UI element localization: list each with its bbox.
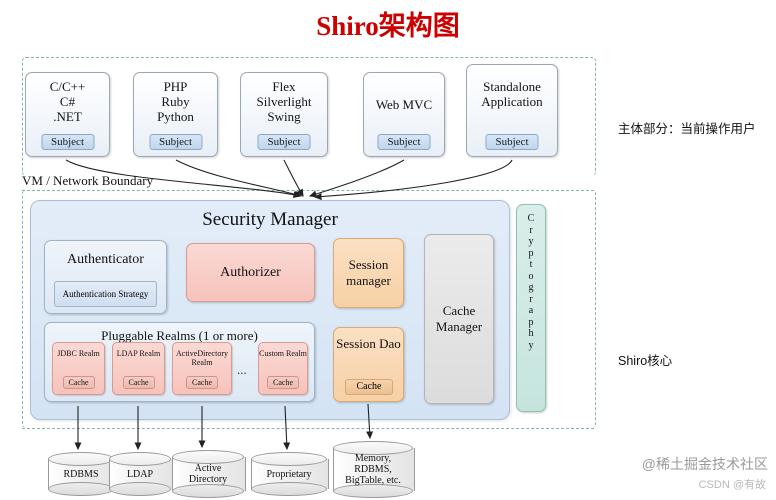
datastore-label-rdbms: RDBMS	[63, 468, 99, 480]
realm-label-active-directory: ActiveDirectory Realm	[176, 349, 228, 367]
authentication-strategy-label: Authentication Strategy	[62, 289, 149, 299]
cylinder-top	[251, 452, 327, 466]
authorizer-label: Authorizer	[220, 264, 281, 280]
datastore-memory[interactable]: Memory,RDBMS,BigTable, etc.	[333, 441, 415, 498]
cylinder-bottom	[109, 482, 171, 496]
page-title: Shiro架构图	[316, 11, 460, 41]
pluggable-realms-title: Pluggable Realms (1 or more)	[101, 328, 258, 343]
realm-label-jdbc: JDBC Realm	[57, 349, 100, 358]
dashed-boundary-top	[22, 57, 596, 176]
cylinder-top	[109, 452, 171, 466]
subject-box-flex[interactable]: Flex Silverlight Swing Subject	[240, 72, 328, 157]
session-manager-card[interactable]: Session manager	[333, 238, 404, 308]
subject-label-c: C/C++ C# .NET	[49, 79, 86, 124]
subject-box-php[interactable]: PHP Ruby Python Subject	[133, 72, 218, 157]
datastore-label-proprietary: Proprietary	[266, 468, 312, 480]
realm-cache-custom[interactable]: Cache	[267, 376, 299, 389]
authorizer-card[interactable]: Authorizer	[186, 243, 315, 302]
dashed-boundary-bottom	[22, 428, 594, 429]
subject-box-c[interactable]: C/C++ C# .NET Subject	[25, 72, 110, 157]
session-manager-label: Session manager	[346, 257, 391, 288]
subject-label-standalone: Standalone Application	[481, 79, 543, 109]
side-label-subject-part: 主体部分：当前操作用户	[618, 122, 756, 136]
datastore-ldap[interactable]: LDAP	[109, 452, 173, 496]
realm-label-custom: Custom Realm	[259, 349, 307, 358]
subject-label-php: PHP Ruby Python	[157, 79, 194, 124]
cylinder-bottom	[333, 484, 413, 498]
cylinder-bottom	[251, 482, 327, 496]
realm-cache-jdbc[interactable]: Cache	[62, 376, 95, 389]
datastore-label-memory: Memory,RDBMS,BigTable, etc.	[345, 453, 401, 486]
realm-card-custom[interactable]: Custom Realm Cache	[258, 342, 308, 395]
realm-card-ldap[interactable]: LDAP Realm Cache	[112, 342, 165, 395]
subject-pill-c[interactable]: Subject	[41, 134, 94, 150]
cylinder-top	[172, 450, 244, 464]
subject-box-webmvc[interactable]: Web MVC Subject	[363, 72, 445, 157]
security-manager-title: Security Manager	[202, 209, 338, 230]
session-dao-cache-pill[interactable]: Cache	[345, 379, 393, 395]
watermark-csdn: CSDN @有故	[698, 479, 766, 491]
datastore-label-ldap: LDAP	[126, 468, 154, 480]
cache-manager-label: Cache Manager	[435, 303, 483, 334]
realm-card-active-directory[interactable]: ActiveDirectory Realm Cache	[172, 342, 232, 395]
side-label-shiro-core: Shiro核心	[618, 354, 673, 368]
realms-ellipsis: ...	[237, 362, 247, 377]
authentication-strategy-pill[interactable]: Authentication Strategy	[54, 281, 157, 307]
subject-pill-webmvc[interactable]: Subject	[377, 134, 431, 150]
datastore-rdbms[interactable]: RDBMS	[48, 452, 116, 496]
realm-cache-ldap[interactable]: Cache	[122, 376, 155, 389]
subject-box-standalone[interactable]: Standalone Application Subject	[466, 64, 558, 157]
subject-label-flex: Flex Silverlight Swing	[256, 79, 312, 124]
realm-card-jdbc[interactable]: JDBC Realm Cache	[52, 342, 105, 395]
datastore-proprietary[interactable]: Proprietary	[251, 452, 329, 496]
cylinder-top	[333, 441, 413, 455]
realm-label-ldap: LDAP Realm	[116, 349, 161, 358]
dashed-boundary-middle	[22, 190, 594, 191]
watermark-juejin: @稀土掘金技术社区	[641, 456, 768, 472]
cylinder-bottom	[172, 484, 244, 498]
vm-network-boundary-label: VM / Network Boundary	[22, 173, 154, 188]
cache-manager-card[interactable]: Cache Manager	[424, 234, 494, 404]
subject-pill-standalone[interactable]: Subject	[485, 134, 539, 150]
session-dao-cache-label: Cache	[356, 381, 382, 392]
realm-cache-active-directory[interactable]: Cache	[186, 376, 218, 389]
dashed-boundary-core-sides	[22, 190, 596, 428]
authenticator-label: Authenticator	[67, 252, 144, 267]
subject-label-webmvc: Web MVC	[375, 97, 433, 112]
session-dao-label: Session Dao	[336, 336, 401, 351]
subject-pill-php[interactable]: Subject	[149, 134, 202, 150]
subject-pill-flex[interactable]: Subject	[257, 134, 311, 150]
